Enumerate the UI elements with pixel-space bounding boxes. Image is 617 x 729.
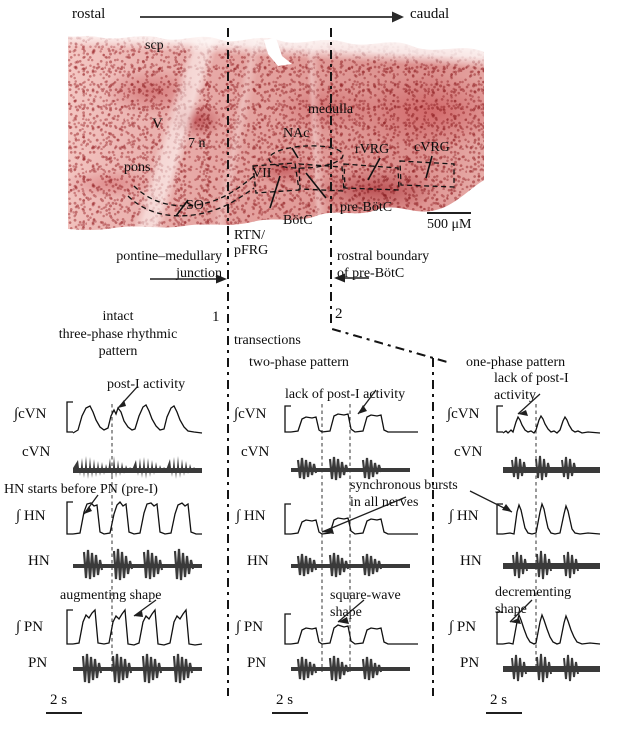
trace-label-int-cvn-intact: ∫cVN xyxy=(14,406,47,422)
trace-label-int-hn-intact: ∫ HN xyxy=(16,508,46,524)
time-scalebar-label-intact: 2 s xyxy=(50,692,68,708)
rostral-caudal-arrow xyxy=(140,11,404,23)
trace-label-int-pn-intact: ∫ PN xyxy=(16,619,44,635)
transection-line-2-lower xyxy=(432,358,435,696)
trace-label-int-cvn-one-phase: ∫cVN xyxy=(447,406,480,422)
annotation-synchronous-bursts: synchronous bursts in all nerves xyxy=(350,478,458,510)
histology-label-botc: BötC xyxy=(283,213,313,228)
pontine-junction-arrow xyxy=(150,274,227,284)
time-scalebar-line-one-phase xyxy=(486,712,522,714)
trace-label-int-cvn-two-phase: ∫cVN xyxy=(234,406,267,422)
transection-marker-1: 1 xyxy=(212,309,220,325)
orientation-label-caudal: caudal xyxy=(410,6,450,22)
histology-scalebar-line xyxy=(427,212,471,214)
time-scalebar-line-two-phase xyxy=(272,712,308,714)
trace-label-hn-one-phase: HN xyxy=(460,553,482,569)
annotation-rostral-boundary-prebotc: rostral boundary of pre-BötC xyxy=(337,249,430,281)
column-title-one-phase: one-phase pattern xyxy=(466,355,566,370)
histology-label-SO: SO xyxy=(186,198,204,213)
histology-scalebar-label: 500 μM xyxy=(427,217,472,232)
rostral-boundary-arrow xyxy=(334,273,369,283)
histology-label-cVRG: cVRG xyxy=(414,140,450,155)
annotation-pontine-medullary-junction: pontine–medullary junction xyxy=(116,249,222,281)
trace-label-pn-intact: PN xyxy=(28,655,48,671)
traces-group-one-phase xyxy=(469,393,601,683)
annotation-augmenting-shape: augmenting shape xyxy=(60,588,162,603)
time-scalebar-label-one-phase: 2 s xyxy=(490,692,508,708)
column-title-two-phase: two-phase pattern xyxy=(249,355,349,370)
trace-label-pn-two-phase: PN xyxy=(247,655,267,671)
histology-label-V: V xyxy=(152,116,163,132)
histology-label-NAc: NAc xyxy=(283,126,310,141)
annotation-hn-starts-before-pn: HN starts before PN (pre-I) xyxy=(4,482,158,497)
trace-label-cvn-one-phase: cVN xyxy=(454,444,483,460)
orientation-label-rostral: rostal xyxy=(72,6,106,22)
transection-marker-2: 2 xyxy=(335,306,343,322)
trace-label-int-hn-one-phase: ∫ HN xyxy=(449,508,479,524)
histology-label-VII: VII xyxy=(252,166,272,181)
histology-outline-and-rois xyxy=(68,30,484,235)
annotation-lack-post-i-one-phase: lack of post-I activity xyxy=(494,371,569,403)
transection-line-1 xyxy=(227,28,230,696)
trace-label-cvn-intact: cVN xyxy=(22,444,51,460)
annotation-post-i-activity: post-I activity xyxy=(107,377,186,392)
time-scalebar-line-intact xyxy=(46,712,82,714)
time-scalebar-label-two-phase: 2 s xyxy=(276,692,294,708)
traces-group-two-phase xyxy=(284,389,418,682)
trace-label-cvn-two-phase: cVN xyxy=(241,444,270,460)
annotation-lack-post-i-two-phase: lack of post-I activity xyxy=(285,387,406,402)
histology-label-pons: pons xyxy=(124,160,151,175)
trace-label-pn-one-phase: PN xyxy=(460,655,480,671)
trace-label-hn-two-phase: HN xyxy=(247,553,269,569)
histology-label-scp: scp xyxy=(145,38,164,53)
histology-label-7n: 7 n xyxy=(188,136,206,151)
histology-label-rtn-pfrg: RTN/ pFRG xyxy=(234,228,269,259)
transection-line-2-upper xyxy=(330,28,333,328)
histology-label-rVRG: rVRG xyxy=(355,142,390,157)
trace-label-int-pn-one-phase: ∫ PN xyxy=(449,619,477,635)
trace-label-int-pn-two-phase: ∫ PN xyxy=(236,619,264,635)
trace-label-hn-intact: HN xyxy=(28,553,50,569)
column-title-intact: intact three-phase rhythmic pattern xyxy=(58,309,178,359)
histology-label-prebotc: pre-BötC xyxy=(340,200,393,215)
brainstem-histology-image xyxy=(68,30,484,235)
transections-label: transections xyxy=(234,333,301,348)
trace-label-int-hn-two-phase: ∫ HN xyxy=(236,508,266,524)
traces-group-intact xyxy=(66,385,203,684)
